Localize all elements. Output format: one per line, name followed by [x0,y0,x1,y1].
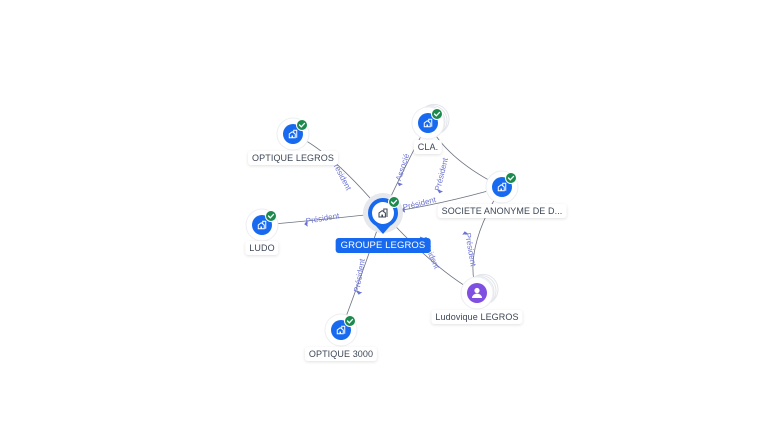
arrow-icon [304,220,308,227]
arrow-icon [356,291,363,295]
building-icon [497,182,507,192]
arrow-icon [462,231,469,235]
node-groupe[interactable] [363,193,403,234]
verified-check-icon [388,196,400,208]
verified-check-icon [344,315,356,327]
verified-check-icon [505,172,517,184]
edge-label: Président [352,257,367,293]
building-icon [336,325,346,335]
node-optique3000[interactable] [324,313,358,347]
building-icon [423,118,433,128]
person-icon [472,287,482,298]
edge-label: Président [463,232,478,268]
node-label-groupe[interactable]: GROUPE LEGROS [335,238,431,253]
node-label-cla[interactable]: CLA. [413,140,443,154]
node-societe[interactable] [485,170,519,204]
arrow-icon [397,182,403,187]
edge-label: Président [402,195,438,212]
node-cla[interactable] [411,103,450,140]
node-label-ludo[interactable]: LUDO [245,241,279,255]
arrow-icon [437,189,444,194]
nodes-layer [245,103,519,347]
node-label-optique_legros[interactable]: OPTIQUE LEGROS [248,151,338,165]
verified-check-icon [265,210,277,222]
edge-label: Associé [394,152,411,182]
edge-label: Président [305,211,341,226]
edge-label: Président [433,156,450,192]
node-label-ludovique[interactable]: Ludovique LEGROS [431,310,523,324]
verified-check-icon [431,108,443,120]
arrow-icon [401,206,406,213]
node-ludo[interactable] [245,208,279,242]
building-icon [288,129,298,139]
building-icon [257,220,267,230]
node-optique_legros[interactable] [276,117,310,151]
building-icon [378,208,388,218]
verified-check-icon [296,119,308,131]
node-ludovique[interactable] [460,273,499,310]
node-label-societe[interactable]: SOCIETE ANONYME DE D... [437,204,567,218]
node-label-optique3000[interactable]: OPTIQUE 3000 [304,347,378,361]
